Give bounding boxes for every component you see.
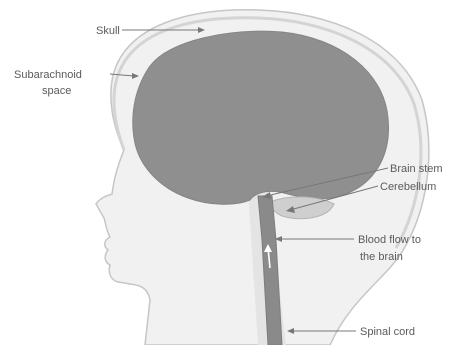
brain [133, 31, 389, 204]
label-brain-stem: Brain stem [390, 163, 443, 175]
label-cerebellum: Cerebellum [380, 181, 436, 193]
label-skull: Skull [96, 25, 120, 37]
label-spinal-cord: Spinal cord [360, 326, 415, 338]
label-subarachnoid: Subarachnoid [14, 69, 82, 81]
label-blood-flow-2: the brain [360, 251, 403, 263]
label-subarachnoid-2: space [42, 85, 71, 97]
label-blood-flow: Blood flow to [358, 234, 421, 246]
